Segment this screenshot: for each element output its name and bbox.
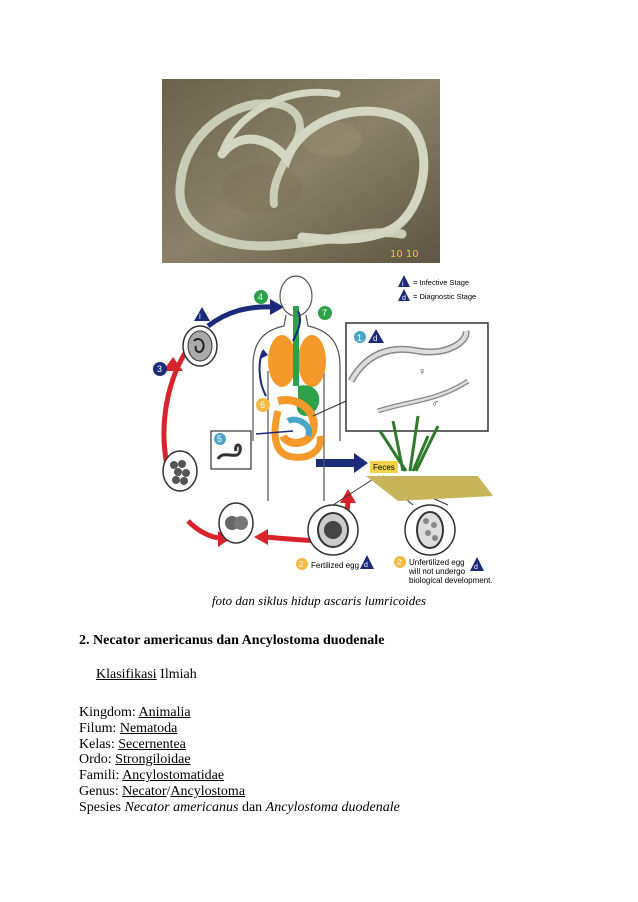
human-body: [252, 275, 341, 501]
svg-text:5: 5: [217, 434, 222, 444]
svg-text:2: 2: [397, 558, 402, 567]
fertilized-egg: [307, 504, 359, 556]
legend-infective: = Infective Stage: [413, 278, 469, 287]
female-symbol: ♀: [418, 366, 426, 378]
ascaris-photo: 10 10: [162, 79, 440, 263]
ordo-row: Ordo: Strongiloidae: [79, 752, 191, 768]
classification-subheading: Klasifikasi Ilmiah: [96, 667, 197, 682]
legend-diagnostic: = Diagnostic Stage: [413, 292, 476, 301]
klasifikasi-link[interactable]: Klasifikasi: [96, 667, 157, 682]
svg-text:1: 1: [357, 333, 362, 343]
filum-link[interactable]: Nematoda: [119, 720, 178, 736]
ordo-link[interactable]: Strongiloidae: [115, 752, 191, 768]
svg-text:d: d: [373, 334, 377, 343]
species-ancylostoma: Ancylostoma duodenale: [265, 799, 400, 815]
svg-text:2: 2: [299, 560, 304, 569]
legend: i = Infective Stage d = Diagnostic Stage: [398, 275, 476, 302]
embryonating-egg-1: [162, 450, 198, 492]
kingdom-link[interactable]: Animalia: [138, 705, 191, 720]
kelas-row: Kelas: Secernentea: [79, 736, 186, 752]
famili-link[interactable]: Ancylostomatidae: [122, 768, 225, 784]
figure-caption: foto dan siklus hidup ascaris lumricoide…: [211, 593, 427, 608]
genus-row: Genus: Necator/Ancylostoma: [79, 783, 246, 799]
genus-ancylostoma-link[interactable]: Ancylostoma: [170, 783, 246, 799]
feces-ground: Feces: [366, 415, 493, 501]
section-heading: 2. Necator americanus dan Ancylostoma du…: [79, 633, 385, 648]
life-cycle-diagram: ♀ ♂ 1 d Feces i 3 4: [148, 271, 493, 586]
photo-timestamp: 10 10: [390, 249, 419, 260]
svg-text:4: 4: [258, 292, 263, 302]
species-necator: Necator americanus: [124, 799, 239, 815]
svg-text:d: d: [474, 564, 478, 571]
svg-text:7: 7: [322, 308, 327, 318]
adult-worms-box: ♀ ♂ 1 d: [345, 322, 489, 432]
fertilized-label-group: 2 Fertilized egg d: [296, 555, 374, 570]
fertilized-label: Fertilized egg: [311, 561, 359, 570]
svg-text:3: 3: [157, 364, 162, 374]
unfertilized-egg: [404, 504, 456, 556]
svg-text:i: i: [199, 312, 201, 321]
famili-row: Famili: Ancylostomatidae: [79, 768, 225, 784]
svg-text:i: i: [402, 281, 404, 288]
step-markers: i 3 4 7 6 5: [153, 290, 332, 445]
unfertilized-label-1: Unfertilized egg: [409, 558, 465, 567]
svg-text:d: d: [402, 295, 406, 302]
filum-row: Filum: Nematoda: [79, 720, 178, 736]
unfertilized-label-3: biological development.: [409, 576, 493, 585]
kingdom-row: Kingdom: Animalia: [79, 705, 191, 720]
feces-label: Feces: [373, 463, 395, 472]
genus-necator-link[interactable]: Necator: [122, 783, 167, 799]
male-symbol: ♂: [431, 398, 439, 410]
infective-egg: [182, 325, 218, 367]
kelas-link[interactable]: Secernentea: [118, 736, 186, 752]
svg-text:d: d: [364, 562, 368, 569]
svg-text:6: 6: [260, 400, 265, 410]
unfertilized-label-2: will not undergo: [408, 567, 466, 576]
classification-list: Kingdom: Animalia Filum: Nematoda Kelas:…: [79, 705, 400, 816]
spesies-row: Spesies Necator americanus dan Ancylosto…: [79, 799, 400, 815]
unfertilized-label-group: 2 Unfertilized egg will not undergo biol…: [394, 556, 493, 585]
embryonating-egg-2: [218, 502, 254, 544]
